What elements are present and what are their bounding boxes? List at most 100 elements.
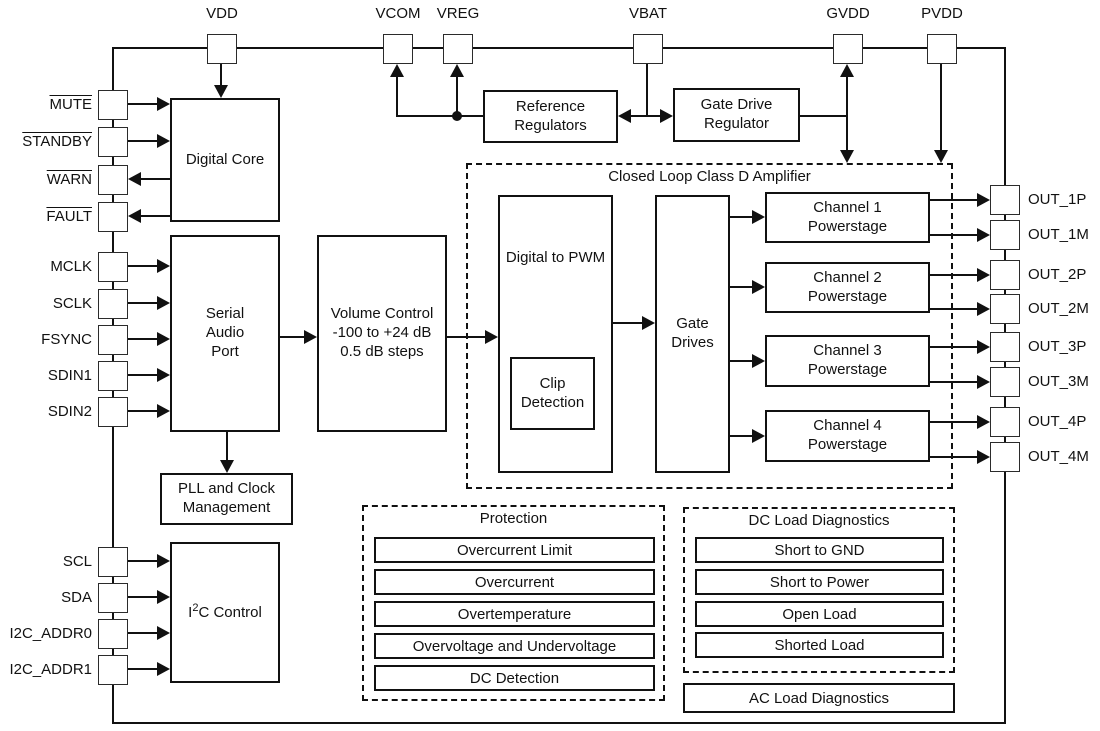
wire (128, 103, 158, 105)
block-serial-audio-port: Serial Audio Port (170, 235, 280, 432)
arrowhead (157, 554, 170, 568)
block-ac-load-diagnostics: AC Load Diagnostics (683, 683, 955, 713)
dc-load-item: Short to Power (695, 569, 944, 595)
wire (128, 140, 158, 142)
wire (128, 560, 158, 562)
arrowhead (618, 109, 631, 123)
block-reference-regulators: Reference Regulators (483, 90, 618, 143)
pin-label-vbat: VBAT (628, 5, 668, 22)
arrowhead (840, 64, 854, 77)
pin-fault (98, 202, 128, 232)
pin-mute (98, 90, 128, 120)
dc-load-item: Open Load (695, 601, 944, 627)
pin-i2c-addr0 (98, 619, 128, 649)
wire (128, 302, 158, 304)
group-dc-load-diagnostics (683, 507, 955, 673)
pin-label-standby: STANDBY (22, 133, 92, 150)
pin-label-i2c-addr1: I2C_ADDR1 (9, 661, 92, 678)
pin-label-sdin1: SDIN1 (47, 367, 92, 384)
wire (730, 216, 753, 218)
wire (396, 115, 483, 117)
arrowhead (450, 64, 464, 77)
group-protection (362, 505, 665, 701)
pin-vbat (633, 34, 663, 64)
arrowhead (157, 259, 170, 273)
group-title-protection: Protection (479, 510, 548, 527)
arrowhead (977, 268, 990, 282)
wire (396, 75, 398, 117)
dc-load-item: Shorted Load (695, 632, 944, 658)
pin-label-sclk: SCLK (52, 295, 92, 312)
arrowhead (128, 172, 141, 186)
pin-out-2p (990, 260, 1020, 290)
arrowhead (157, 590, 170, 604)
wire (220, 64, 222, 88)
wire (930, 381, 978, 383)
wire (930, 308, 978, 310)
pin-label-pvdd: PVDD (921, 5, 963, 22)
pin-label-vdd: VDD (206, 5, 238, 22)
arrowhead (977, 193, 990, 207)
arrowhead (977, 340, 990, 354)
arrowhead (977, 228, 990, 242)
wire (730, 435, 753, 437)
group-title-class-d: Closed Loop Class D Amplifier (608, 168, 811, 185)
junction-dot (452, 111, 462, 121)
wire (631, 115, 660, 117)
pin-label-out-2m: OUT_2M (1028, 300, 1089, 317)
pin-out-1m (990, 220, 1020, 250)
pin-pvdd (927, 34, 957, 64)
wire (613, 322, 643, 324)
block-gate-drive-regulator: Gate Drive Regulator (673, 88, 800, 142)
block-channel3-powerstage: Channel 3 Powerstage (765, 335, 930, 387)
wire (128, 632, 158, 634)
pin-label-out-4m: OUT_4M (1028, 448, 1089, 465)
pin-label-sda: SDA (61, 589, 92, 606)
wire (140, 215, 170, 217)
arrowhead (642, 316, 655, 330)
block-digital-to-pwm: Digital to PWM (498, 195, 613, 473)
pin-label-i2c-addr0: I2C_ADDR0 (9, 625, 92, 642)
protection-item: DC Detection (374, 665, 655, 691)
pin-out-1p (990, 185, 1020, 215)
pin-label-vreg: VREG (436, 5, 480, 22)
pin-label-out-2p: OUT_2P (1028, 266, 1087, 283)
arrowhead (390, 64, 404, 77)
arrowhead (157, 332, 170, 346)
pin-sclk (98, 289, 128, 319)
block-i2c-control: I2C Control (170, 542, 280, 683)
wire (456, 75, 458, 117)
pin-label-fault: FAULT (46, 208, 92, 225)
protection-item: Overtemperature (374, 601, 655, 627)
pin-fsync (98, 325, 128, 355)
arrowhead (304, 330, 317, 344)
pin-out-4m (990, 442, 1020, 472)
arrowhead (157, 296, 170, 310)
arrowhead (752, 210, 765, 224)
arrowhead (485, 330, 498, 344)
block-channel4-powerstage: Channel 4 Powerstage (765, 410, 930, 462)
wire (930, 234, 978, 236)
block-pll-clock-management: PLL and Clock Management (160, 473, 293, 525)
arrowhead (977, 415, 990, 429)
pin-vcom (383, 34, 413, 64)
block-channel2-powerstage: Channel 2 Powerstage (765, 262, 930, 313)
pin-label-out-3m: OUT_3M (1028, 373, 1089, 390)
arrowhead (157, 662, 170, 676)
wire (930, 199, 978, 201)
group-title-dc-load: DC Load Diagnostics (748, 512, 890, 529)
arrowhead (752, 354, 765, 368)
pin-i2c-addr1 (98, 655, 128, 685)
wire (846, 76, 848, 152)
wire (930, 346, 978, 348)
wire (140, 178, 170, 180)
pin-label-fsync: FSYNC (41, 331, 92, 348)
pin-label-scl: SCL (62, 553, 92, 570)
wire (730, 286, 753, 288)
pin-out-3p (990, 332, 1020, 362)
pin-sdin1 (98, 361, 128, 391)
pin-mclk (98, 252, 128, 282)
wire (128, 596, 158, 598)
arrowhead (214, 85, 228, 98)
pin-gvdd (833, 34, 863, 64)
